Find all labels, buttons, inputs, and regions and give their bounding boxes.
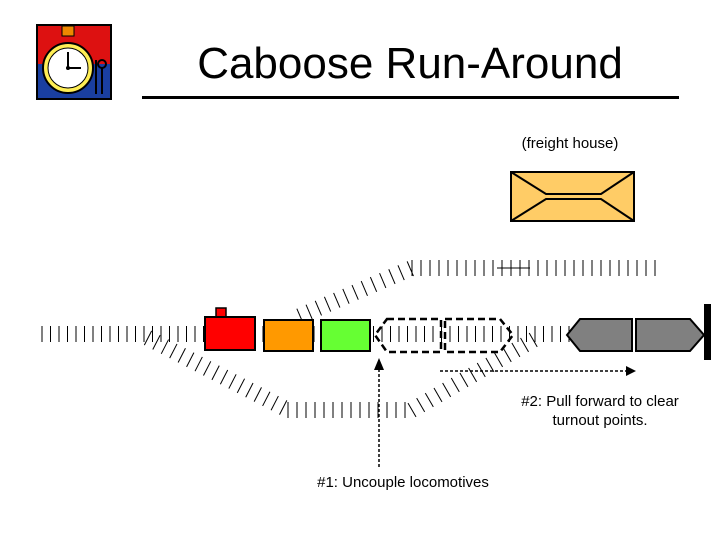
- freight-house: [510, 171, 635, 222]
- caboose: [204, 307, 256, 351]
- ghost-locomotives: [373, 317, 515, 354]
- arrow-pull-forward: [440, 366, 636, 376]
- step2-note: #2: Pull forward to clear turnout points…: [521, 393, 679, 429]
- freight-car-orange: [263, 319, 314, 352]
- bumper-stop: [704, 304, 711, 360]
- freight-house-label: (freight house): [521, 135, 619, 152]
- slide-title: Caboose Run-Around: [197, 39, 623, 88]
- lower-right-curve: [407, 332, 538, 418]
- step1-note: #1: Uncouple locomotives: [317, 474, 489, 491]
- title-underline: [142, 96, 679, 99]
- lower-left-curve: [143, 330, 288, 415]
- track-ties: [41, 260, 697, 418]
- arrow-uncouple: [374, 358, 384, 467]
- freight-car-green: [320, 319, 371, 352]
- upper-turnout-track: [296, 261, 414, 324]
- freight-spur-track: [411, 260, 656, 276]
- runaround-track: [287, 402, 406, 418]
- locomotives: [565, 318, 706, 352]
- stopwatch-icon: [36, 24, 112, 100]
